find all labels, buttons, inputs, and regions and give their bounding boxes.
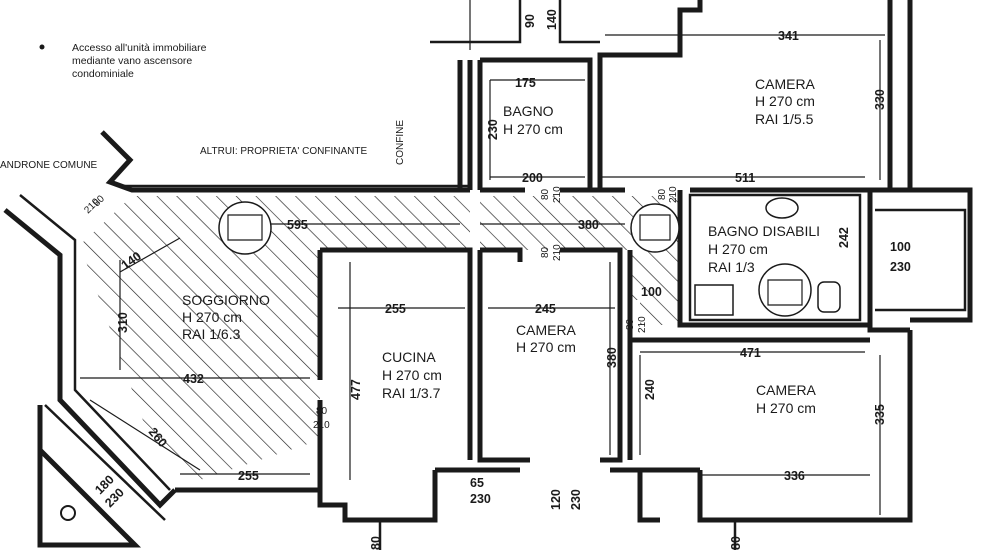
dim-380-horizontal: 380 (578, 218, 599, 232)
dim-511: 511 (735, 171, 755, 185)
dim-242: 242 (837, 227, 851, 248)
room-name-camera-top: CAMERA (755, 76, 816, 92)
dim-230-bagno: 230 (486, 119, 500, 140)
dim-100: 100 (641, 285, 662, 299)
door-f-height: 210 (313, 420, 330, 431)
dim-432: 432 (183, 372, 204, 386)
wheelchair-turn-icon (630, 203, 680, 253)
dim-255-cucina: 255 (385, 302, 406, 316)
dim-335: 335 (873, 404, 887, 425)
door-b-height: 210 (552, 186, 563, 203)
legend-line-1: Accesso all'unità immobiliare (72, 42, 207, 54)
room-name-camera-bottom: CAMERA (756, 382, 817, 398)
door-f-width: 80 (316, 406, 328, 417)
dim-245: 245 (535, 302, 556, 316)
sink-icon (765, 197, 799, 219)
dim-330: 330 (873, 89, 887, 110)
dim-595: 595 (287, 218, 308, 232)
room-rai-bagno-disabili: RAI 1/3 (708, 259, 755, 275)
dim-240: 240 (643, 379, 657, 400)
room-rai-camera-top: RAI 1/5.5 (755, 111, 814, 127)
window-dim-230: 230 (890, 260, 911, 274)
room-name-cucina: CUCINA (382, 349, 436, 365)
drain-icon (60, 505, 76, 521)
room-height-soggiorno: H 270 cm (182, 309, 242, 325)
dim-90: 90 (523, 14, 537, 28)
walls (3, 0, 973, 550)
legend-bullet-icon (39, 44, 45, 50)
hatched-area (80, 196, 680, 480)
room-height-camera-center: H 270 cm (516, 339, 576, 355)
room-camera-top: CAMERA H 270 cm RAI 1/5.5 (755, 76, 816, 127)
dim-380-vertical: 380 (605, 347, 619, 368)
dim-341: 341 (778, 29, 799, 43)
toilet-icon (817, 281, 841, 313)
dim-336: 336 (784, 469, 805, 483)
dim-310: 310 (116, 312, 130, 333)
bidet-icon (694, 284, 734, 316)
room-height-camera-bottom: H 270 cm (756, 400, 816, 416)
dim-175: 175 (515, 76, 536, 90)
dimension-texts: 175 341 200 511 595 380 255 245 432 471 … (92, 29, 911, 510)
dim-80-bottom-2: 80 (729, 536, 743, 550)
androne-label: ANDRONE COMUNE (0, 160, 98, 171)
door-d-height: 210 (552, 244, 563, 261)
room-height-bagno-disabili: H 270 cm (708, 241, 768, 257)
dim-230-65: 230 (470, 492, 491, 506)
door-d-width: 80 (540, 246, 551, 258)
dim-477: 477 (349, 379, 363, 400)
dim-200: 200 (522, 171, 543, 185)
altrui-label: ALTRUI: PROPRIETA' CONFINANTE (200, 146, 367, 157)
room-rai-cucina: RAI 1/3.7 (382, 385, 441, 401)
dimension-lines (80, 0, 885, 515)
room-height-camera-top: H 270 cm (755, 93, 815, 109)
dim-80-bottom-1: 80 (369, 536, 383, 550)
legend-line-2: mediante vano ascensore (72, 55, 192, 67)
dim-255-bottom: 255 (238, 469, 259, 483)
door-b-width: 80 (540, 188, 551, 200)
dim-471: 471 (740, 346, 761, 360)
window-dim-100: 100 (890, 240, 911, 254)
room-cucina: CUCINA H 270 cm RAI 1/3.7 (382, 349, 442, 401)
wheelchair-area-icon (758, 263, 812, 317)
room-rai-soggiorno: RAI 1/6.3 (182, 326, 241, 342)
confine-label: CONFINE (395, 120, 406, 165)
room-name-camera-center: CAMERA (516, 322, 577, 338)
dim-120: 120 (549, 489, 563, 510)
room-height-cucina: H 270 cm (382, 367, 442, 383)
door-c-width: 80 (657, 188, 668, 200)
legend-line-3: condominiale (72, 68, 134, 80)
dim-140-top: 140 (545, 9, 559, 30)
door-e-height: 210 (637, 316, 648, 333)
fixtures (60, 197, 841, 521)
room-bagno: BAGNO H 270 cm (503, 103, 563, 137)
door-c-height: 210 (668, 186, 679, 203)
room-name-soggiorno: SOGGIORNO (182, 292, 270, 308)
room-camera-bottom: CAMERA H 270 cm (756, 382, 817, 416)
door-e-width: 80 (625, 318, 636, 330)
room-name-bagno: BAGNO (503, 103, 554, 119)
dim-230-120: 230 (569, 489, 583, 510)
room-bagno-disabili: BAGNO DISABILI H 270 cm RAI 1/3 (708, 223, 820, 275)
room-name-bagno-disabili: BAGNO DISABILI (708, 223, 820, 239)
elevator-icon (218, 201, 272, 255)
dim-65: 65 (470, 476, 484, 490)
legend: Accesso all'unità immobiliare mediante v… (39, 42, 207, 80)
room-soggiorno: SOGGIORNO H 270 cm RAI 1/6.3 (182, 292, 270, 342)
room-height-bagno: H 270 cm (503, 121, 563, 137)
room-camera-center: CAMERA H 270 cm (516, 322, 577, 355)
